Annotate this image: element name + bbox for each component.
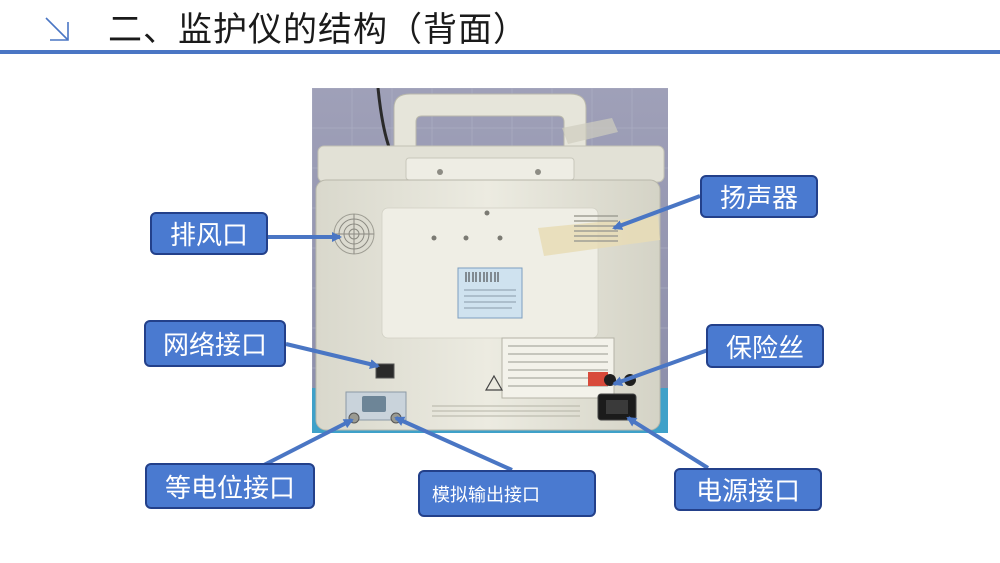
label-network-port: 网络接口 xyxy=(144,320,286,367)
label-power-port: 电源接口 xyxy=(674,468,822,511)
label-equipotential-port: 等电位接口 xyxy=(145,463,315,509)
label-analog-output-port: 模拟输出接口 xyxy=(418,470,596,517)
label-exhaust-vent: 排风口 xyxy=(150,212,268,255)
slide-title: 二、监护仪的结构（背面） xyxy=(108,10,528,50)
title-divider xyxy=(0,50,1000,54)
label-fuse: 保险丝 xyxy=(706,324,824,368)
label-speaker: 扬声器 xyxy=(700,175,818,218)
arrow-down-right-icon xyxy=(45,17,69,41)
monitor-back-photo xyxy=(312,88,668,433)
